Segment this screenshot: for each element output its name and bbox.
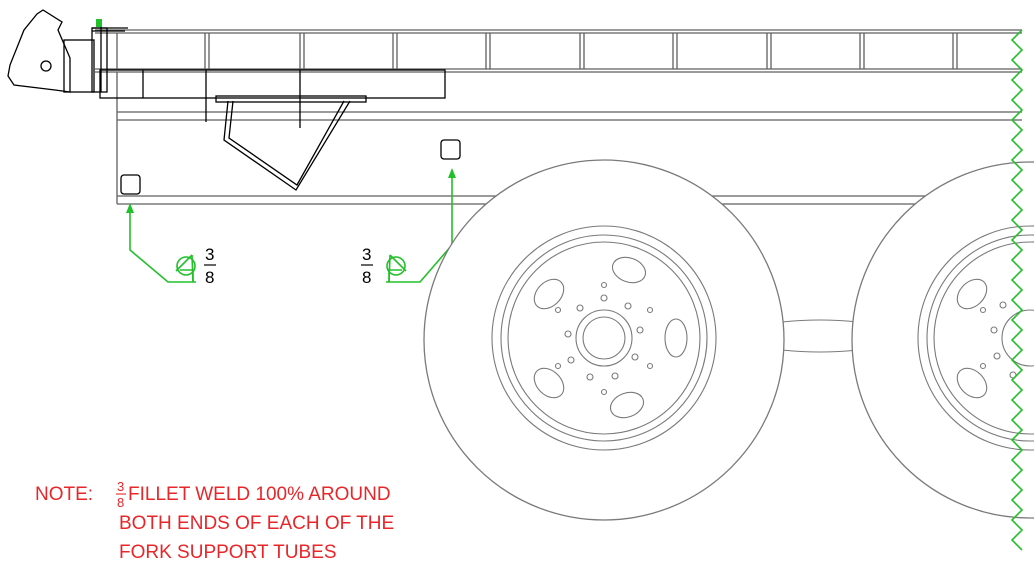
note-line-1: FILLET WELD 100% AROUND (128, 484, 391, 505)
ramp-bracket (223, 100, 351, 191)
rear-wheel (851, 161, 1034, 519)
fork-support-tube-right (440, 139, 461, 160)
front-wheel-lugs (554, 281, 654, 396)
note-line-3: FORK SUPPORT TUBES (119, 542, 337, 563)
break-line (1010, 29, 1024, 551)
front-wheel-holes (533, 256, 688, 419)
front-coupler (7, 9, 128, 93)
weld-size-right-denominator: 8 (362, 268, 371, 287)
weld-note: NOTE: 3 8 FILLET WELD 100% AROUND BOTH E… (35, 479, 394, 563)
weld-leader-right (386, 168, 456, 283)
weld-size-right: 3 8 (361, 245, 373, 287)
deck-planks (95, 29, 1022, 73)
weld-size-left-numerator: 3 (205, 245, 214, 264)
fork-support-tube-left (120, 174, 141, 195)
weld-size-left-denominator: 8 (205, 268, 214, 287)
front-wheel (423, 159, 785, 521)
note-prefix: NOTE: (35, 484, 93, 505)
weld-size-right-numerator: 3 (362, 245, 371, 264)
note-size-numerator: 3 (117, 479, 124, 494)
weld-size-left: 3 8 (204, 245, 216, 287)
note-size-denominator: 8 (117, 495, 124, 510)
plank-joints (116, 33, 958, 69)
coupler-marker (96, 19, 102, 27)
weld-leader-left (126, 203, 196, 283)
note-line-2: BOTH ENDS OF EACH OF THE (119, 513, 394, 534)
axle-connector (781, 319, 859, 353)
fork-tube (99, 69, 446, 128)
